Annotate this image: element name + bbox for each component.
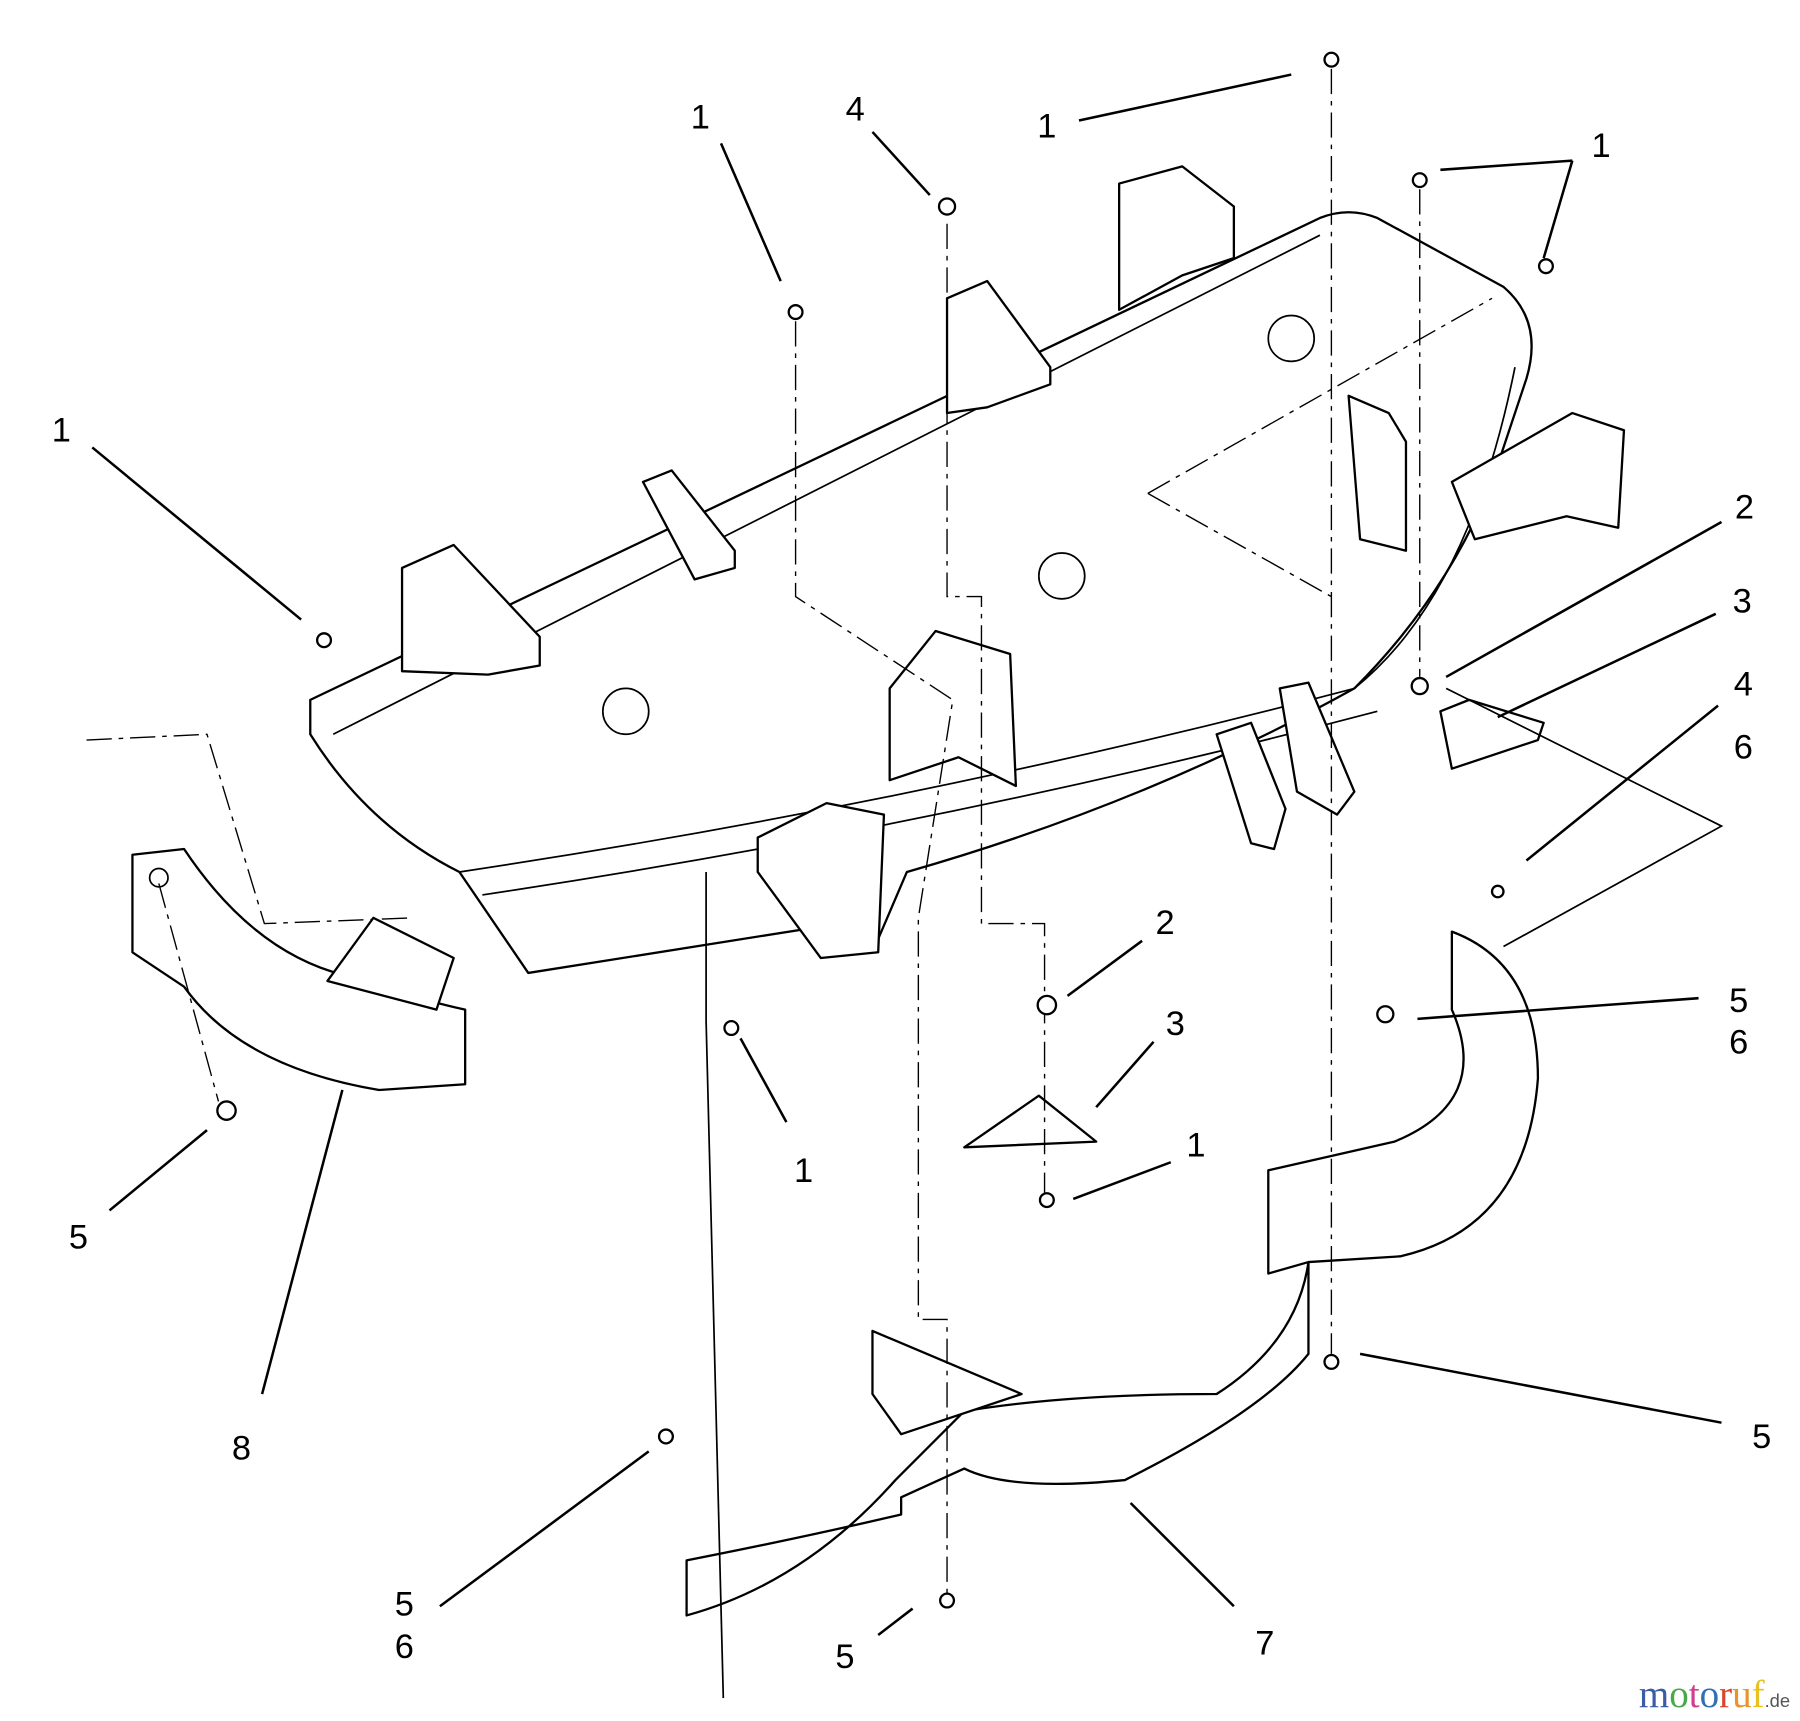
svg-text:motoruf.de: motoruf.de — [1639, 1673, 1790, 1716]
callout: 4 — [1734, 665, 1753, 703]
callout: 1 — [691, 99, 710, 137]
callout: 1 — [1037, 108, 1056, 146]
callout: 2 — [1735, 489, 1754, 527]
callout: 3 — [1733, 583, 1752, 621]
callout: 1 — [794, 1152, 813, 1190]
callout: 5 — [835, 1638, 854, 1676]
callout: 5 — [69, 1218, 88, 1256]
mower-deck — [309, 165, 1626, 975]
callout: 6 — [1734, 728, 1753, 766]
callout: 3 — [1166, 1005, 1185, 1043]
fasteners — [216, 51, 1554, 1609]
callout: 4 — [846, 90, 865, 128]
callout: 2 — [1155, 904, 1174, 942]
blade-part-right — [1439, 698, 1545, 770]
callout: 1 — [1186, 1127, 1205, 1165]
baffle-left — [86, 733, 467, 1092]
callout: 5 — [1729, 982, 1748, 1020]
callout: 8 — [232, 1429, 251, 1467]
callout: 6 — [395, 1628, 414, 1666]
callout: 5 — [1752, 1418, 1771, 1456]
spindle-holes — [601, 314, 1316, 736]
callout: 1 — [1591, 127, 1610, 165]
watermark-logo: motoruf.de — [1639, 1673, 1790, 1716]
assembly-lines — [158, 68, 1724, 1699]
baffle-main — [685, 930, 1540, 1617]
callout: 6 — [1729, 1023, 1748, 1061]
leader-lines — [91, 73, 1723, 1636]
callout: 1 — [52, 412, 71, 450]
callout-labels: 1 1 1 4 1 2 3 4 6 2 5 6 3 1 1 5 8 5 5 6 … — [52, 90, 1771, 1676]
callout: 7 — [1255, 1624, 1274, 1662]
callout: 5 — [395, 1585, 414, 1623]
